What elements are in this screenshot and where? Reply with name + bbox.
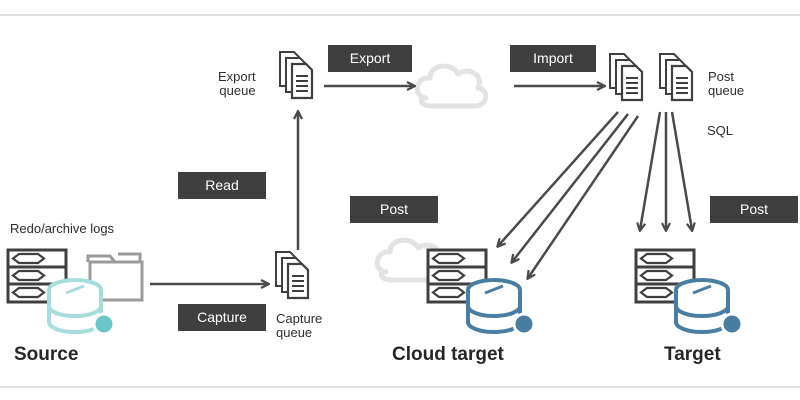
post-cloud-arrow-3 bbox=[528, 115, 640, 278]
cloud-target-title: Cloud target bbox=[392, 344, 504, 365]
post-queue-label-line: Post bbox=[708, 69, 735, 84]
flow-arrows bbox=[150, 86, 692, 284]
capture-queue-label-line: queue bbox=[276, 325, 313, 340]
read-tag: Read bbox=[178, 172, 266, 199]
export-queue-icon bbox=[278, 50, 314, 100]
post-queue-label: Post queue bbox=[708, 70, 744, 98]
post-queue-label-line: queue bbox=[708, 83, 745, 98]
import-tag: Import bbox=[510, 45, 596, 72]
capture-queue-label: Capture queue bbox=[276, 312, 322, 340]
post-cloud-tag: Post bbox=[350, 196, 438, 223]
export-queue-label-line: queue bbox=[219, 83, 256, 98]
capture-queue-icon bbox=[274, 250, 310, 300]
redo-logs-label: Redo/archive logs bbox=[10, 221, 115, 236]
post-queue-icon bbox=[658, 52, 694, 102]
export-tag: Export bbox=[328, 45, 412, 72]
cloud-target-database-icon bbox=[466, 278, 536, 336]
post-target-tag: Post bbox=[710, 196, 798, 223]
post-cloud-arrow-1 bbox=[498, 111, 619, 246]
export-queue-label: Export queue bbox=[218, 70, 256, 98]
export-queue-label-line: Export bbox=[218, 69, 256, 84]
cloud-icon bbox=[417, 66, 486, 106]
post-target-arrow-1 bbox=[640, 111, 662, 230]
capture-queue-label-line: Capture bbox=[276, 311, 323, 326]
post-target-arrow-3 bbox=[670, 111, 692, 230]
target-database-icon bbox=[674, 278, 744, 336]
sql-label: SQL bbox=[707, 123, 734, 138]
target-title: Target bbox=[664, 344, 721, 365]
import-queue-icon bbox=[608, 52, 644, 102]
post-cloud-arrow-2 bbox=[512, 113, 629, 262]
capture-tag: Capture bbox=[178, 304, 266, 331]
source-title: Source bbox=[14, 344, 79, 365]
source-database-icon bbox=[47, 278, 116, 336]
